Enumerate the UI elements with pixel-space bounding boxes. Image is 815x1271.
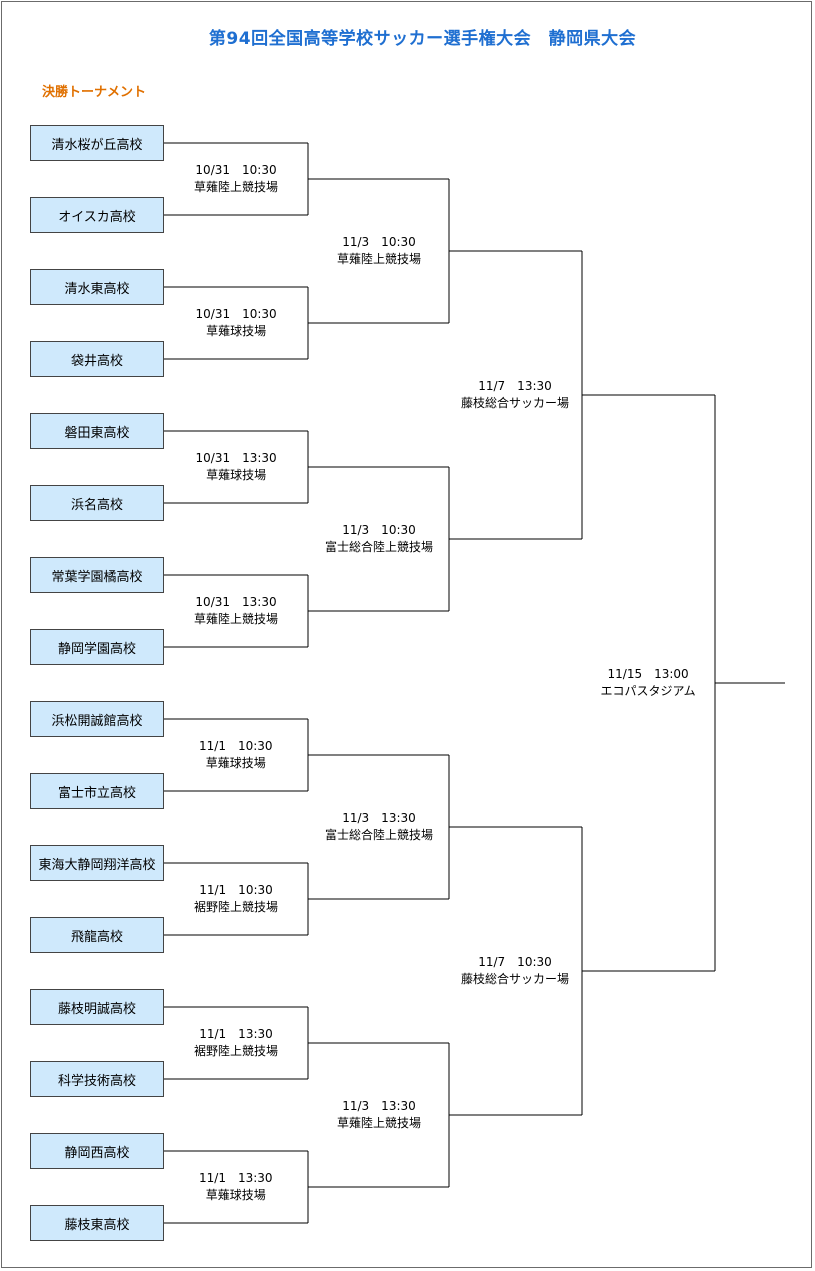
match-info: 11/7 13:30 藤枝総合サッカー場: [461, 378, 569, 412]
match-info: 11/15 13:00 エコパスタジアム: [601, 666, 696, 700]
match-date: 11/1 13:30: [199, 1027, 273, 1041]
match-date: 11/7 10:30: [478, 955, 552, 969]
match-info: 10/31 10:30 草薙球技場: [196, 306, 277, 340]
match-date: 11/3 13:30: [342, 811, 416, 825]
team-box: 清水桜が丘高校: [30, 125, 164, 161]
match-date: 11/7 13:30: [478, 379, 552, 393]
team-box: 静岡学園高校: [30, 629, 164, 665]
match-info: 11/3 13:30 富士総合陸上競技場: [325, 810, 433, 844]
match-venue: 富士総合陸上競技場: [325, 828, 434, 842]
match-info: 11/1 13:30 裾野陸上競技場: [194, 1026, 278, 1060]
team-box: 科学技術高校: [30, 1061, 164, 1097]
match-info: 10/31 13:30 草薙陸上競技場: [194, 594, 278, 628]
match-venue: 裾野陸上競技場: [194, 900, 279, 914]
team-box: 常葉学園橘高校: [30, 557, 164, 593]
match-venue: 草薙陸上競技場: [337, 1116, 422, 1130]
match-date: 11/3 10:30: [342, 235, 416, 249]
team-box: 浜松開誠館高校: [30, 701, 164, 737]
match-date: 11/1 10:30: [199, 883, 273, 897]
team-box: オイスカ高校: [30, 197, 164, 233]
team-box: 袋井高校: [30, 341, 164, 377]
match-venue: 草薙陸上競技場: [194, 612, 279, 626]
match-venue: 草薙球技場: [206, 324, 267, 338]
team-box: 藤枝東高校: [30, 1205, 164, 1241]
match-info: 11/1 13:30 草薙球技場: [199, 1170, 273, 1204]
match-venue: 藤枝総合サッカー場: [461, 972, 570, 986]
match-date: 11/1 10:30: [199, 739, 273, 753]
match-date: 11/3 10:30: [342, 523, 416, 537]
team-box: 清水東高校: [30, 269, 164, 305]
match-info: 11/3 13:30 草薙陸上競技場: [337, 1098, 421, 1132]
team-box: 磐田東高校: [30, 413, 164, 449]
match-venue: 藤枝総合サッカー場: [461, 396, 570, 410]
match-venue: エコパスタジアム: [600, 684, 696, 698]
match-info: 11/3 10:30 富士総合陸上競技場: [325, 522, 433, 556]
match-date: 10/31 10:30: [195, 307, 277, 321]
match-date: 10/31 13:30: [195, 595, 277, 609]
section-subtitle: 決勝トーナメント: [42, 85, 147, 100]
team-box: 富士市立高校: [30, 773, 164, 809]
match-info: 11/7 10:30 藤枝総合サッカー場: [461, 954, 569, 988]
team-box: 静岡西高校: [30, 1133, 164, 1169]
match-info: 11/1 10:30 裾野陸上競技場: [194, 882, 278, 916]
page-title: 第94回全国高等学校サッカー選手権大会 静岡県大会: [208, 29, 637, 49]
match-venue: 草薙球技場: [206, 468, 267, 482]
match-info: 11/1 10:30 草薙球技場: [199, 738, 273, 772]
match-info: 10/31 13:30 草薙球技場: [196, 450, 277, 484]
match-date: 11/3 13:30: [342, 1099, 416, 1113]
match-venue: 草薙陸上競技場: [337, 252, 422, 266]
match-info: 11/3 10:30 草薙陸上競技場: [337, 234, 421, 268]
match-date: 11/15 13:00: [607, 667, 689, 681]
match-venue: 草薙球技場: [205, 1188, 266, 1202]
match-venue: 草薙陸上競技場: [194, 180, 279, 194]
team-box: 浜名高校: [30, 485, 164, 521]
match-info: 10/31 10:30 草薙陸上競技場: [194, 162, 278, 196]
match-venue: 裾野陸上競技場: [194, 1044, 279, 1058]
match-venue: 富士総合陸上競技場: [325, 540, 434, 554]
match-date: 10/31 10:30: [195, 163, 277, 177]
team-box: 藤枝明誠高校: [30, 989, 164, 1025]
match-venue: 草薙球技場: [205, 756, 266, 770]
match-date: 11/1 13:30: [199, 1171, 273, 1185]
team-box: 飛龍高校: [30, 917, 164, 953]
team-box: 東海大静岡翔洋高校: [30, 845, 164, 881]
match-date: 10/31 13:30: [195, 451, 277, 465]
